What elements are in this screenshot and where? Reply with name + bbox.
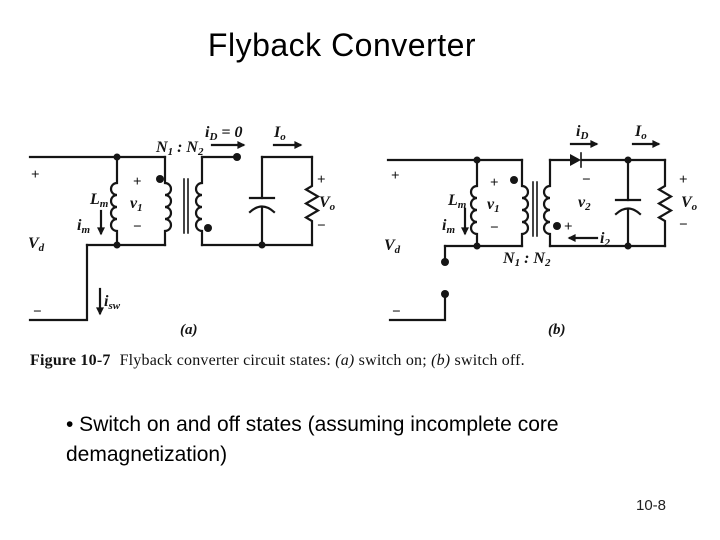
- label-vd-b: Vd: [384, 237, 401, 256]
- load-resistor-b: [656, 158, 674, 248]
- switch-closed-wire-a: [28, 243, 89, 322]
- magnetizing-inductor-a: [109, 155, 119, 247]
- label-v1-plus-a: +: [133, 174, 142, 190]
- junction-dot: [473, 156, 481, 164]
- junction-dot: [624, 242, 632, 250]
- secondary-winding-b: [542, 158, 552, 248]
- caption-segment: switch on;: [354, 352, 432, 369]
- junction-dot: [113, 241, 121, 249]
- label-vd-a: Vd: [28, 235, 45, 254]
- label-vo-b: Vo: [681, 194, 698, 213]
- caption-segment: Flyback converter circuit states:: [119, 352, 336, 369]
- label-im-a: im: [77, 217, 90, 236]
- label-vo-plus-b: +: [679, 172, 688, 188]
- figure-caption: Figure 10-7 Flyback converter circuit sta…: [30, 352, 692, 370]
- open-switch-dot-upper-b: [441, 258, 449, 266]
- label-v1-b: v1: [487, 196, 500, 215]
- magnetizing-inductor-b: [469, 158, 479, 248]
- label-isw-a: isw: [104, 293, 121, 312]
- label-v1-a: v1: [130, 195, 143, 214]
- label-im-b: im: [442, 217, 455, 236]
- label-v1-minus-a: −: [133, 219, 142, 235]
- label-i2-b: i2: [600, 230, 610, 249]
- label-id-zero-a: iD = 0: [205, 124, 243, 143]
- label-turns-ratio-b: N1 : N2: [502, 250, 551, 269]
- figure-caption-number: Figure 10-7: [30, 352, 111, 369]
- label-lm-b: Lm: [447, 192, 467, 211]
- transformer-core-b: [532, 181, 538, 237]
- caption-segment: switch off.: [450, 352, 525, 369]
- circuit-b-switch-off: + Vd − Lm im + v1 − − v2 + i2 iD Io + Vo…: [384, 123, 698, 338]
- label-part-a: (a): [180, 322, 198, 338]
- open-diode-terminal-dot-a: [233, 153, 241, 161]
- caption-segment-a: (a): [335, 352, 355, 369]
- junction-dot: [473, 242, 481, 250]
- label-io-b: Io: [634, 123, 647, 142]
- label-v2-minus-b: −: [582, 172, 591, 188]
- label-vo-minus-a: −: [317, 218, 326, 234]
- output-capacitor-b: [614, 158, 642, 248]
- page-number: 10-8: [636, 497, 667, 514]
- label-source-minus-b: −: [392, 304, 401, 320]
- label-turns-ratio-a: N1 : N2: [155, 139, 204, 158]
- label-part-b: (b): [548, 322, 566, 338]
- junction-dot: [113, 153, 121, 161]
- polarity-dot-primary-a: [156, 175, 164, 183]
- label-v2-plus-b: +: [564, 219, 573, 235]
- circuit-a-switch-on: + Vd − Lm im + v1 − N1 : N2 iD = 0 Io + …: [28, 124, 336, 338]
- label-v2-b: v2: [578, 194, 591, 213]
- junction-dot: [624, 156, 632, 164]
- label-source-plus-a: +: [31, 167, 40, 183]
- label-id-b: iD: [576, 123, 588, 142]
- label-vo-minus-b: −: [679, 217, 688, 233]
- switch-stub-lower-b: [388, 295, 447, 322]
- transformer-core-a: [183, 178, 189, 234]
- polarity-dot-secondary-a: [204, 224, 212, 232]
- polarity-dot-secondary-b: [553, 222, 561, 230]
- slide-title: Flyback Converter: [207, 27, 477, 63]
- label-lm-a: Lm: [89, 191, 109, 210]
- diode-b: [570, 152, 582, 168]
- caption-segment-b: (b): [431, 352, 451, 369]
- label-source-minus-a: −: [33, 304, 42, 320]
- label-vo-plus-a: +: [317, 172, 326, 188]
- load-resistor-a: [303, 155, 321, 247]
- polarity-dot-primary-b: [510, 176, 518, 184]
- primary-winding-a: [163, 155, 173, 247]
- open-switch-dot-lower-b: [441, 290, 449, 298]
- output-capacitor-a: [248, 155, 276, 247]
- label-v1-minus-b: −: [490, 220, 499, 236]
- label-vo-a: Vo: [319, 194, 336, 213]
- label-source-plus-b: +: [391, 168, 400, 184]
- primary-winding-b: [520, 158, 530, 248]
- bullet-text: • Switch on and off states (assuming inc…: [66, 413, 559, 466]
- label-v1-plus-b: +: [490, 175, 499, 191]
- secondary-winding-a: [194, 155, 204, 247]
- junction-dot: [258, 241, 266, 249]
- label-io-a: Io: [273, 124, 286, 143]
